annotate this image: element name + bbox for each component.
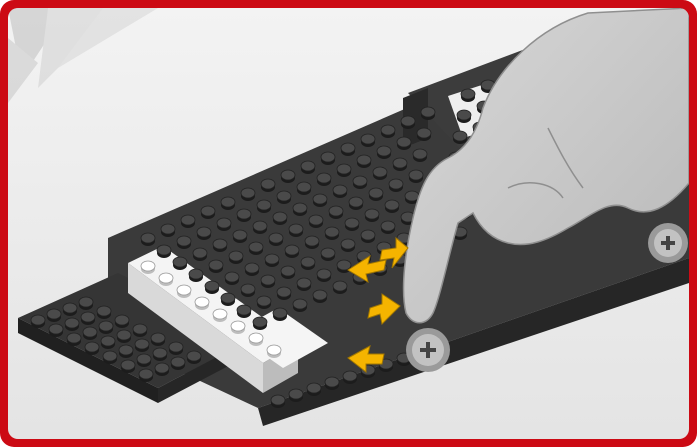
technic-pin-icon — [406, 328, 450, 372]
illustration-panel — [8, 8, 689, 439]
build-step-illustration — [8, 8, 689, 439]
sunburst-decoration — [8, 8, 158, 103]
technic-pin-icon — [648, 223, 688, 263]
